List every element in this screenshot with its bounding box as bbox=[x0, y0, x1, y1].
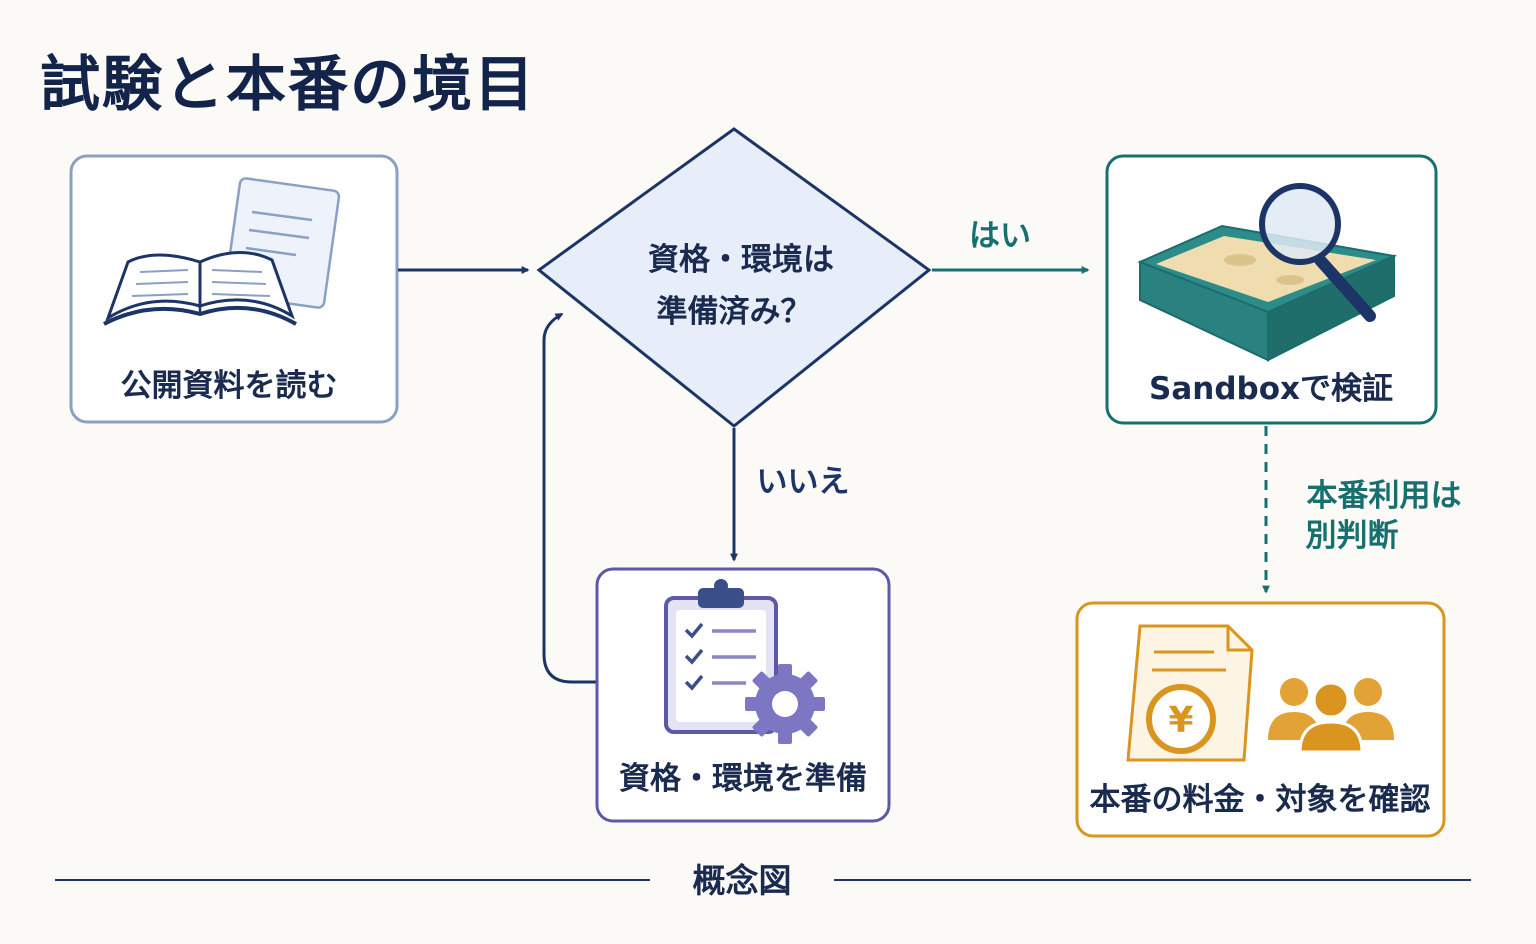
node-read-docs: 公開資料を読む bbox=[69, 154, 399, 424]
footer-caption: 概念図 bbox=[693, 861, 792, 900]
production-note-line-2: 別判断 bbox=[1306, 518, 1399, 554]
node-decision: 資格・環境は 準備済み？ bbox=[536, 127, 932, 428]
node-production: ¥ 本番の料金・対象を確認 bbox=[1075, 601, 1446, 838]
page-title: 試験と本番の境目 bbox=[40, 50, 536, 120]
sandbox-label: Sandboxで検証 bbox=[1149, 371, 1393, 407]
node-sandbox: Sandboxで検証 bbox=[1105, 154, 1438, 425]
footer: 概念図 bbox=[55, 861, 1471, 900]
production-label: 本番の料金・対象を確認 bbox=[1090, 782, 1431, 818]
decision-line-2: 準備済み？ bbox=[657, 294, 812, 330]
edge-loop-back bbox=[542, 312, 596, 684]
edge-no-label: いいえ bbox=[757, 464, 850, 500]
node-prepare: 資格・環境を準備 bbox=[595, 567, 891, 823]
yen-symbol: ¥ bbox=[1168, 700, 1193, 741]
prepare-label: 資格・環境を準備 bbox=[619, 761, 867, 797]
decision-line-1: 資格・環境は bbox=[648, 242, 834, 278]
open-book-icon bbox=[103, 177, 341, 326]
edge-yes-label: はい bbox=[969, 218, 1031, 254]
yen-document-users-icon: ¥ bbox=[1126, 624, 1394, 762]
clipboard-gear-icon bbox=[664, 579, 825, 744]
production-note-line-1: 本番利用は bbox=[1307, 478, 1462, 514]
read-docs-label: 公開資料を読む bbox=[121, 368, 338, 404]
sandbox-magnifier-icon bbox=[1137, 183, 1398, 362]
